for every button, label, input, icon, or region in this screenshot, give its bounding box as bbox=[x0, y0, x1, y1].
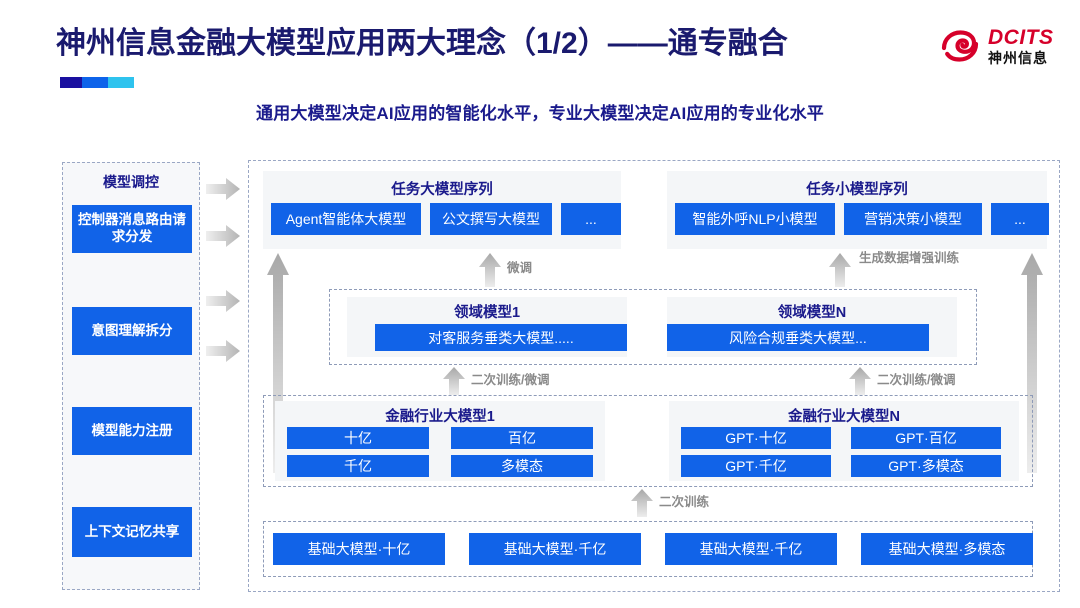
domain-model-1-title: 领域模型1 bbox=[453, 305, 521, 321]
arrow-label-gen-data-aug: 生成数据增强训练 bbox=[858, 251, 959, 265]
domain-model-n-title: 领域模型N bbox=[777, 305, 847, 321]
chip-ind1-billion[interactable]: 十亿 bbox=[287, 427, 429, 449]
control-item-intent[interactable]: 意图理解拆分 bbox=[72, 307, 192, 355]
industry-model-1-title: 金融行业大模型1 bbox=[385, 409, 495, 425]
logo-text-cn: 神州信息 bbox=[988, 50, 1048, 66]
chip-ind1-ten-billion[interactable]: 百亿 bbox=[451, 427, 593, 449]
accent-segment-2 bbox=[82, 77, 109, 88]
chip-doc-writing-model[interactable]: 公文撰写大模型 bbox=[430, 203, 552, 235]
domain-model-n-group: 领域模型N 风险合规垂类大模型... bbox=[667, 297, 957, 357]
arrow-label-fine-tune: 微调 bbox=[507, 261, 533, 275]
domain-model-frame bbox=[329, 289, 977, 365]
task-small-model-group: 任务小模型序列 智能外呼NLP小模型 营销决策小模型 ... bbox=[667, 171, 1049, 249]
accent-segment-3 bbox=[108, 77, 134, 88]
chip-nlp-outbound-model[interactable]: 智能外呼NLP小模型 bbox=[675, 203, 835, 235]
up-arrow-icon-finetune bbox=[479, 253, 501, 287]
task-large-model-title: 任务大模型序列 bbox=[391, 182, 493, 198]
right-arrow-icon-1 bbox=[206, 178, 240, 200]
up-arrow-icon-left-long bbox=[267, 253, 289, 473]
chip-marketing-decision-model[interactable]: 营销决策小模型 bbox=[844, 203, 982, 235]
industry-model-n-group: 金融行业大模型N GPT·十亿 GPT·百亿 GPT·千亿 GPT·多模态 bbox=[669, 401, 1019, 481]
control-item-router[interactable]: 控制器消息路由请求分发 bbox=[72, 205, 192, 253]
control-panel: 模型调控 控制器消息路由请求分发 意图理解拆分 模型能力注册 上下文记忆共享 bbox=[62, 162, 200, 590]
task-large-model-group: 任务大模型序列 Agent智能体大模型 公文撰写大模型 ... bbox=[263, 171, 621, 249]
arrow-label-retrain-finetune-right: 二次训练/微调 bbox=[877, 373, 956, 387]
chip-customer-service-vertical-model[interactable]: 对客服务垂类大模型..... bbox=[375, 324, 627, 351]
arrow-label-retrain: 二次训练 bbox=[659, 495, 710, 509]
control-item-context[interactable]: 上下文记忆共享 bbox=[72, 507, 192, 557]
accent-segment-1 bbox=[60, 77, 83, 88]
page-subtitle: 通用大模型决定AI应用的智能化水平，专业大模型决定AI应用的专业化水平 bbox=[256, 104, 824, 123]
chip-indn-gpt-billion[interactable]: GPT·十亿 bbox=[681, 427, 831, 449]
chip-indn-gpt-multimodal[interactable]: GPT·多模态 bbox=[851, 455, 1001, 477]
logo-text-en: DCITS bbox=[988, 26, 1054, 49]
chip-ind1-multimodal[interactable]: 多模态 bbox=[451, 455, 593, 477]
up-arrow-icon-retrain-left bbox=[443, 367, 465, 395]
right-arrow-icon-2 bbox=[206, 225, 240, 247]
page-title: 神州信息金融大模型应用两大理念（1/2）——通专融合 bbox=[56, 27, 788, 60]
chip-task-large-more[interactable]: ... bbox=[561, 203, 621, 235]
industry-model-n-title: 金融行业大模型N bbox=[788, 409, 900, 425]
control-panel-title: 模型调控 bbox=[103, 174, 159, 190]
industry-model-1-group: 金融行业大模型1 十亿 百亿 千亿 多模态 bbox=[275, 401, 605, 481]
domain-model-1-group: 领域模型1 对客服务垂类大模型..... bbox=[347, 297, 627, 357]
industry-model-frame bbox=[263, 395, 1033, 487]
control-item-registry[interactable]: 模型能力注册 bbox=[72, 407, 192, 455]
chip-foundation-billion[interactable]: 基础大模型·十亿 bbox=[273, 533, 445, 565]
right-arrow-icon-3 bbox=[206, 290, 240, 312]
up-arrow-icon-retrain-bottom bbox=[631, 489, 653, 517]
chip-foundation-multimodal[interactable]: 基础大模型·多模态 bbox=[861, 533, 1033, 565]
chip-indn-gpt-hundred-billion[interactable]: GPT·千亿 bbox=[681, 455, 831, 477]
up-arrow-icon-right-long bbox=[1021, 253, 1043, 473]
chip-agent-model[interactable]: Agent智能体大模型 bbox=[271, 203, 421, 235]
accent-bar bbox=[60, 77, 134, 88]
chip-task-small-more[interactable]: ... bbox=[991, 203, 1049, 235]
up-arrow-icon-retrain-right bbox=[849, 367, 871, 395]
arrow-label-retrain-finetune-left: 二次训练/微调 bbox=[471, 373, 550, 387]
up-arrow-icon-gen-data bbox=[829, 253, 851, 287]
chip-indn-gpt-ten-billion[interactable]: GPT·百亿 bbox=[851, 427, 1001, 449]
task-small-model-title: 任务小模型序列 bbox=[806, 182, 908, 198]
dcits-logo: DCITS 神州信息 bbox=[938, 18, 1066, 74]
chip-foundation-trillion[interactable]: 基础大模型·千亿 bbox=[665, 533, 837, 565]
architecture-diagram: 任务大模型序列 Agent智能体大模型 公文撰写大模型 ... 任务小模型序列 … bbox=[248, 160, 1060, 592]
right-arrow-icon-4 bbox=[206, 340, 240, 362]
chip-foundation-hundred-billion[interactable]: 基础大模型·千亿 bbox=[469, 533, 641, 565]
chip-risk-compliance-vertical-model[interactable]: 风险合规垂类大模型... bbox=[667, 324, 929, 351]
chip-ind1-hundred-billion[interactable]: 千亿 bbox=[287, 455, 429, 477]
swirl-icon bbox=[941, 30, 979, 62]
